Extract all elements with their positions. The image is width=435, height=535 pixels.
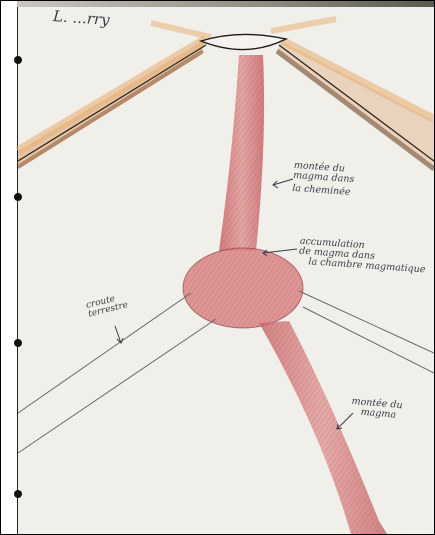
chimney-conduit bbox=[219, 55, 264, 251]
annotation-chimney-rise: montée du magma dans la cheminée bbox=[292, 161, 355, 198]
volcano-left-slope bbox=[18, 23, 211, 169]
volcano-right-slope bbox=[271, 19, 434, 171]
deep-conduit bbox=[259, 321, 387, 534]
volcano-crater bbox=[201, 34, 286, 49]
magma-chamber bbox=[183, 248, 303, 328]
